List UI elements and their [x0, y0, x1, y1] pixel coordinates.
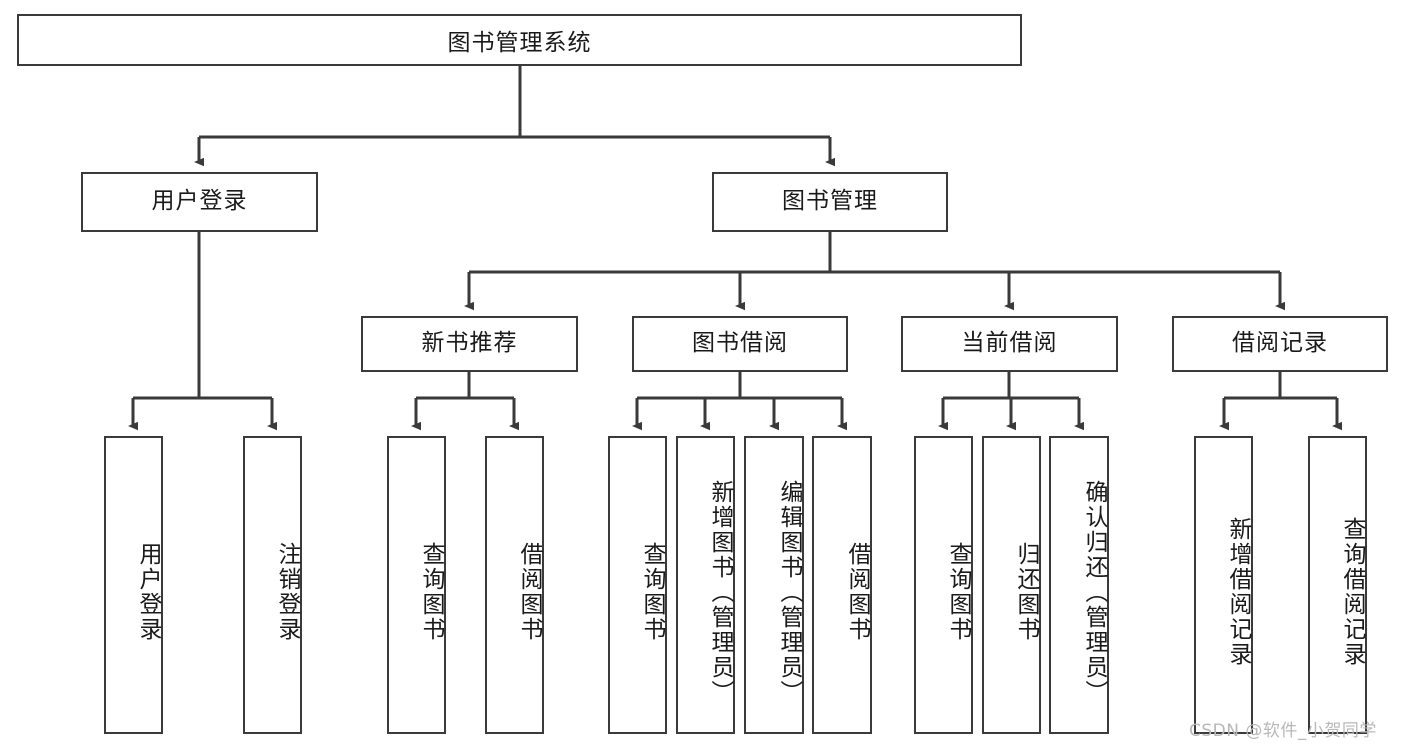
leaf-label: 用户登录 [135, 542, 161, 642]
leaf-record-add-record[interactable]: 新增借阅记录 [1194, 436, 1253, 734]
leaf-current-query-book[interactable]: 查询图书 [914, 436, 973, 734]
node-book-management-label: 图书管理 [782, 188, 878, 215]
leaf-label: 查询图书 [639, 542, 665, 642]
csdn-watermark: CSDN @软件_小贺同学 [1189, 721, 1377, 741]
leaf-label: 注销登录 [274, 542, 300, 642]
node-book-borrow[interactable]: 图书借阅 [632, 316, 848, 372]
node-root-system[interactable]: 图书管理系统 [17, 14, 1022, 66]
leaf-label: 查询图书 [418, 542, 444, 642]
leaf-label: 编辑图书（管理员） [776, 479, 802, 705]
leaf-current-confirm-return-admin[interactable]: 确认归还（管理员） [1049, 436, 1109, 734]
leaf-label: 借阅图书 [516, 542, 542, 642]
leaf-recommend-borrow-book[interactable]: 借阅图书 [485, 436, 544, 734]
leaf-current-return-book[interactable]: 归还图书 [982, 436, 1041, 734]
node-user-login[interactable]: 用户登录 [81, 172, 318, 232]
node-borrow-record[interactable]: 借阅记录 [1172, 316, 1388, 372]
node-current-borrow[interactable]: 当前借阅 [901, 316, 1118, 372]
leaf-user-login-signout[interactable]: 注销登录 [243, 436, 302, 734]
leaf-label: 确认归还（管理员） [1081, 479, 1107, 705]
leaf-label: 查询借阅记录 [1339, 517, 1365, 667]
leaf-label: 借阅图书 [844, 542, 870, 642]
leaf-label: 归还图书 [1013, 542, 1039, 642]
leaf-recommend-query-book[interactable]: 查询图书 [387, 436, 446, 734]
node-book-management[interactable]: 图书管理 [712, 172, 948, 232]
leaf-record-query-record[interactable]: 查询借阅记录 [1308, 436, 1367, 734]
leaf-borrow-borrow-book[interactable]: 借阅图书 [812, 436, 872, 734]
leaf-label: 查询图书 [945, 542, 971, 642]
node-borrow-record-label: 借阅记录 [1232, 330, 1328, 357]
leaf-borrow-query-book[interactable]: 查询图书 [608, 436, 667, 734]
node-new-book-recommend[interactable]: 新书推荐 [361, 316, 578, 372]
leaf-label: 新增借阅记录 [1225, 517, 1251, 667]
node-book-borrow-label: 图书借阅 [692, 330, 788, 357]
leaf-borrow-edit-book-admin[interactable]: 编辑图书（管理员） [744, 436, 804, 734]
leaf-user-login-signin[interactable]: 用户登录 [104, 436, 163, 734]
node-current-borrow-label: 当前借阅 [961, 330, 1058, 357]
node-root-label: 图书管理系统 [447, 30, 592, 56]
leaf-borrow-add-book-admin[interactable]: 新增图书（管理员） [676, 436, 735, 734]
leaf-label: 新增图书（管理员） [707, 479, 733, 705]
node-user-login-label: 用户登录 [151, 188, 248, 215]
node-new-book-recommend-label: 新书推荐 [421, 330, 518, 357]
